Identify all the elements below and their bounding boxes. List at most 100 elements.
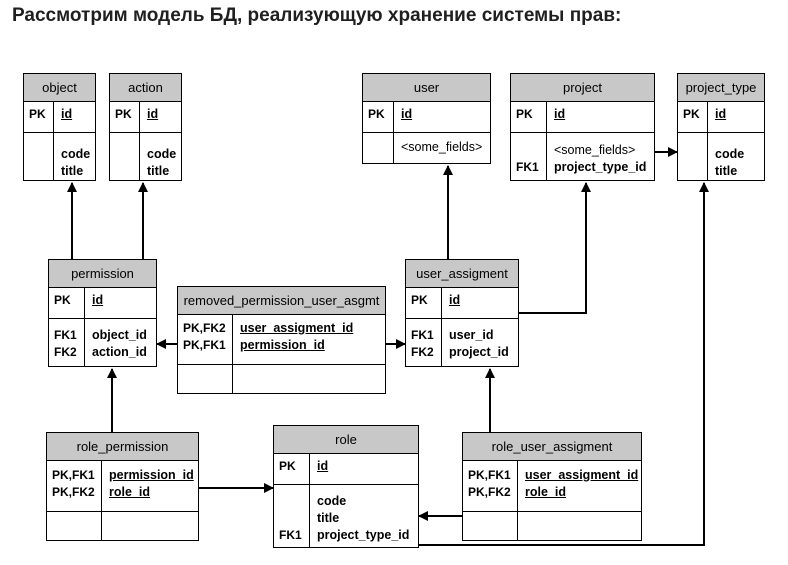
field-name: code bbox=[147, 147, 177, 161]
entity-title: role_user_assigment bbox=[463, 433, 641, 461]
entity-project-type: project_type PK id code title bbox=[677, 73, 765, 181]
entity-title: role bbox=[274, 426, 418, 454]
entity-title: role_permission bbox=[47, 433, 198, 461]
link-role-project-type bbox=[419, 182, 709, 546]
field-name: role_id bbox=[525, 485, 566, 499]
field-name: id bbox=[317, 459, 329, 473]
field-name: title bbox=[715, 164, 738, 178]
pk-section: PK,FK1 PK,FK2 user_assigment_id role_id bbox=[463, 461, 641, 512]
key-label: FK1 bbox=[411, 328, 434, 342]
entity-title: project_type bbox=[678, 74, 764, 102]
entity-title: project bbox=[511, 74, 654, 102]
field-name: user_id bbox=[449, 328, 494, 342]
entity-object: object PK id code title bbox=[23, 73, 96, 181]
key-label: PK bbox=[516, 107, 533, 121]
field-name: <some_fields> bbox=[401, 140, 483, 154]
entity-title: user bbox=[363, 74, 490, 102]
entity-removed-permission-user-asgmt: removed_permission_user_asgmt PK,FK2 PK,… bbox=[177, 286, 386, 394]
field-name: title bbox=[317, 511, 340, 525]
key-label: FK2 bbox=[411, 345, 434, 359]
fields-section: code title bbox=[110, 133, 181, 181]
entity-permission: permission PK id FK1 FK2 object_id actio… bbox=[48, 259, 157, 367]
fields-section bbox=[47, 512, 198, 541]
key-label: PK bbox=[411, 293, 428, 307]
field-name: <some_fields> bbox=[554, 143, 636, 157]
entity-title: action bbox=[110, 74, 181, 102]
pk-section: PK id bbox=[49, 288, 156, 319]
field-name: project_type_id bbox=[317, 528, 410, 542]
fields-section: FK1 FK2 user_id project_id bbox=[406, 319, 518, 367]
link-user-assigment-project bbox=[519, 182, 591, 314]
key-label bbox=[516, 142, 546, 159]
fields-section: code title bbox=[678, 133, 764, 181]
key-label: PK,FK2 bbox=[183, 321, 226, 335]
pk-section: PK id bbox=[406, 288, 518, 319]
field-name: title bbox=[61, 164, 84, 178]
field-name: object_id bbox=[92, 328, 147, 342]
pk-section: PK id bbox=[678, 102, 764, 133]
page-heading: Рассмотрим модель БД, реализующую хранен… bbox=[12, 5, 622, 26]
fields-section bbox=[463, 512, 641, 541]
fields-section: code title bbox=[24, 133, 95, 181]
entity-user: user PK id <some_fields> bbox=[362, 73, 491, 164]
pk-section: PK id bbox=[274, 454, 418, 485]
field-name: permission_id bbox=[240, 338, 325, 352]
key-label bbox=[279, 493, 309, 510]
entity-title: object bbox=[24, 74, 95, 102]
entity-title: removed_permission_user_asgmt bbox=[178, 287, 385, 315]
field-name: id bbox=[554, 107, 566, 121]
key-label: PK,FK2 bbox=[52, 485, 95, 499]
entity-user-assigment: user_assigment PK id FK1 FK2 user_id pro… bbox=[405, 259, 519, 367]
key-label: PK bbox=[54, 293, 71, 307]
key-label: PK,FK1 bbox=[183, 338, 226, 352]
field-name: title bbox=[147, 164, 170, 178]
key-label: PK,FK1 bbox=[52, 468, 95, 482]
field-name: action_id bbox=[92, 345, 147, 359]
entity-title: user_assigment bbox=[406, 260, 518, 288]
key-label: FK1 bbox=[54, 328, 77, 342]
key-label: PK bbox=[115, 107, 132, 121]
entity-role: role PK id FK1 code title project_type_i… bbox=[273, 425, 419, 548]
key-label: PK bbox=[29, 107, 46, 121]
pk-section: PK id bbox=[511, 102, 654, 133]
pk-section: PK id bbox=[110, 102, 181, 133]
pk-section: PK id bbox=[363, 102, 490, 133]
field-name: id bbox=[61, 107, 73, 121]
fields-section: FK1 <some_fields> project_type_id bbox=[511, 133, 654, 181]
key-label: FK1 bbox=[279, 528, 302, 542]
field-name: id bbox=[401, 107, 413, 121]
entity-role-permission: role_permission PK,FK1 PK,FK2 permission… bbox=[46, 432, 199, 541]
key-label: PK bbox=[279, 459, 296, 473]
fields-section: FK1 code title project_type_id bbox=[274, 485, 418, 548]
field-name: id bbox=[92, 293, 104, 307]
field-name: code bbox=[61, 147, 91, 161]
key-label bbox=[279, 510, 309, 527]
key-label: FK1 bbox=[516, 160, 539, 174]
pk-section: PK,FK2 PK,FK1 user_assigment_id permissi… bbox=[178, 315, 385, 365]
field-name: project_type_id bbox=[554, 160, 647, 174]
field-name: code bbox=[317, 494, 347, 508]
key-label: FK2 bbox=[54, 345, 77, 359]
field-name: project_id bbox=[449, 345, 509, 359]
fields-section: <some_fields> bbox=[363, 133, 490, 164]
field-name: user_assigment_id bbox=[525, 468, 639, 482]
entity-project: project PK id FK1 <some_fields> project_… bbox=[510, 73, 655, 181]
field-name: id bbox=[449, 293, 461, 307]
pk-section: PK,FK1 PK,FK2 permission_id role_id bbox=[47, 461, 198, 512]
fields-section bbox=[178, 365, 385, 394]
field-name: role_id bbox=[109, 485, 150, 499]
entity-title: permission bbox=[49, 260, 156, 288]
entity-role-user-assigment: role_user_assigment PK,FK1 PK,FK2 user_a… bbox=[462, 432, 642, 541]
key-label: PK,FK2 bbox=[468, 485, 511, 499]
key-label: PK bbox=[368, 107, 385, 121]
field-name: id bbox=[715, 107, 727, 121]
key-label: PK bbox=[683, 107, 700, 121]
fields-section: FK1 FK2 object_id action_id bbox=[49, 319, 156, 367]
field-name: id bbox=[147, 107, 159, 121]
field-name: code bbox=[715, 147, 745, 161]
field-name: permission_id bbox=[109, 468, 194, 482]
entity-action: action PK id code title bbox=[109, 73, 182, 181]
key-label: PK,FK1 bbox=[468, 468, 511, 482]
field-name: user_assigment_id bbox=[240, 321, 354, 335]
